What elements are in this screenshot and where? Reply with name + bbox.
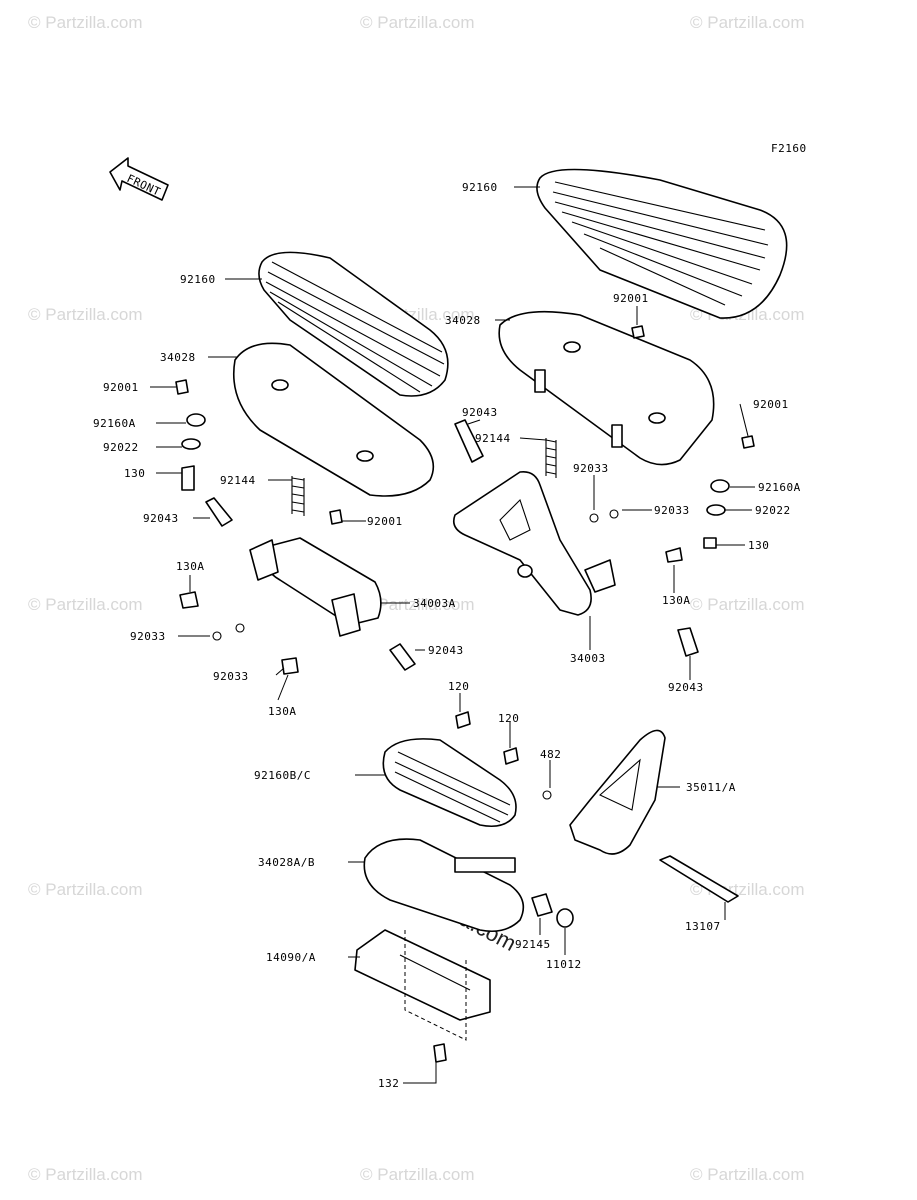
label-130A: 130A: [662, 594, 691, 607]
label-34003A: 34003A: [413, 597, 456, 610]
right-bracket-34003: [452, 470, 616, 616]
left-bracket-34003A: [249, 537, 382, 637]
label-92160BC: 92160B/C: [254, 769, 311, 782]
watermark: © Partzilla.com: [28, 305, 143, 324]
figure-code: F2160: [771, 142, 807, 155]
label-92033: 92033: [130, 630, 166, 643]
right-footboard-pad: [536, 168, 788, 319]
label-11012: 11012: [546, 958, 582, 971]
right-pin-lower: [677, 627, 699, 657]
label-120: 120: [498, 712, 519, 725]
front-arrow-icon: FRONT: [109, 157, 169, 201]
watermark: © Partzilla.com: [28, 595, 143, 614]
label-92160A-right: 92160A: [758, 481, 801, 494]
left-spring: [291, 476, 305, 516]
label-14090A: 14090/A: [266, 951, 316, 964]
label-120: 120: [448, 680, 469, 693]
passenger-pad-92160BC: [382, 738, 517, 828]
label-130-right: 130: [748, 539, 769, 552]
part-labels: 92160 92160 92001 34028 34028 92001 9216…: [93, 181, 801, 1090]
label-92043: 92043: [668, 681, 704, 694]
label-34028-right: 34028: [445, 314, 481, 327]
label-92043: 92043: [143, 512, 179, 525]
label-482: 482: [540, 748, 561, 761]
leader-lines: [150, 186, 755, 1084]
label-92160-right: 92160: [462, 181, 498, 194]
label-130A: 130A: [176, 560, 205, 573]
label-130-left: 130: [124, 467, 145, 480]
right-spring: [545, 438, 557, 478]
watermark: © Partzilla.com: [360, 13, 475, 32]
label-92001: 92001: [367, 515, 403, 528]
label-34003: 34003: [570, 652, 606, 665]
passenger-bracket-35011A: [569, 729, 666, 855]
label-92043: 92043: [462, 406, 498, 419]
watermark: © Partzilla.com: [28, 1165, 143, 1184]
right-bolt-130A: [665, 547, 683, 563]
right-washer-92160A: [710, 479, 730, 493]
label-92022-right: 92022: [755, 504, 791, 517]
label-35011A: 35011/A: [686, 781, 736, 794]
label-34028AB: 34028A/B: [258, 856, 315, 869]
watermark: © Partzilla.com: [28, 13, 143, 32]
right-footboard-plate: [498, 310, 715, 466]
right-washer-92022: [706, 504, 726, 516]
left-footboard-pad: [258, 251, 449, 397]
watermark: © Partzilla.com: [690, 13, 805, 32]
passenger-pin-13107: [659, 855, 739, 903]
label-92001: 92001: [753, 398, 789, 411]
label-130A: 130A: [268, 705, 297, 718]
label-92033: 92033: [573, 462, 609, 475]
label-92144-right: 92144: [475, 432, 511, 445]
label-92001: 92001: [613, 292, 649, 305]
label-92001: 92001: [103, 381, 139, 394]
label-92160-left: 92160: [180, 273, 216, 286]
right-bolt-130: [703, 537, 717, 549]
left-hardware: [175, 379, 343, 675]
right-nut-92001: [631, 325, 755, 449]
watermark: © Partzilla.com: [360, 595, 475, 614]
watermark: © Partzilla.com: [28, 880, 143, 899]
left-footboard-plate: [232, 342, 435, 497]
label-92022-left: 92022: [103, 441, 139, 454]
label-132: 132: [378, 1077, 399, 1090]
right-clip-92033: [589, 509, 619, 523]
label-92144-left: 92144: [220, 474, 256, 487]
label-92145: 92145: [515, 938, 551, 951]
watermark: © Partzilla.com: [690, 1165, 805, 1184]
label-34028-left: 34028: [160, 351, 196, 364]
passenger-base-14090A: [354, 929, 491, 1021]
label-92160A-left: 92160A: [93, 417, 136, 430]
watermark: © Partzilla.com: [690, 595, 805, 614]
label-92033: 92033: [654, 504, 690, 517]
left-pin-lower: [389, 643, 416, 671]
passenger-hardware: [433, 711, 574, 1063]
label-92033: 92033: [213, 670, 249, 683]
left-pin-upper: [205, 497, 233, 527]
label-92043: 92043: [428, 644, 464, 657]
watermark: © Partzilla.com: [360, 1165, 475, 1184]
label-13107: 13107: [685, 920, 721, 933]
right-pin-upper: [454, 419, 484, 463]
passenger-plate-34028AB: [363, 838, 525, 933]
